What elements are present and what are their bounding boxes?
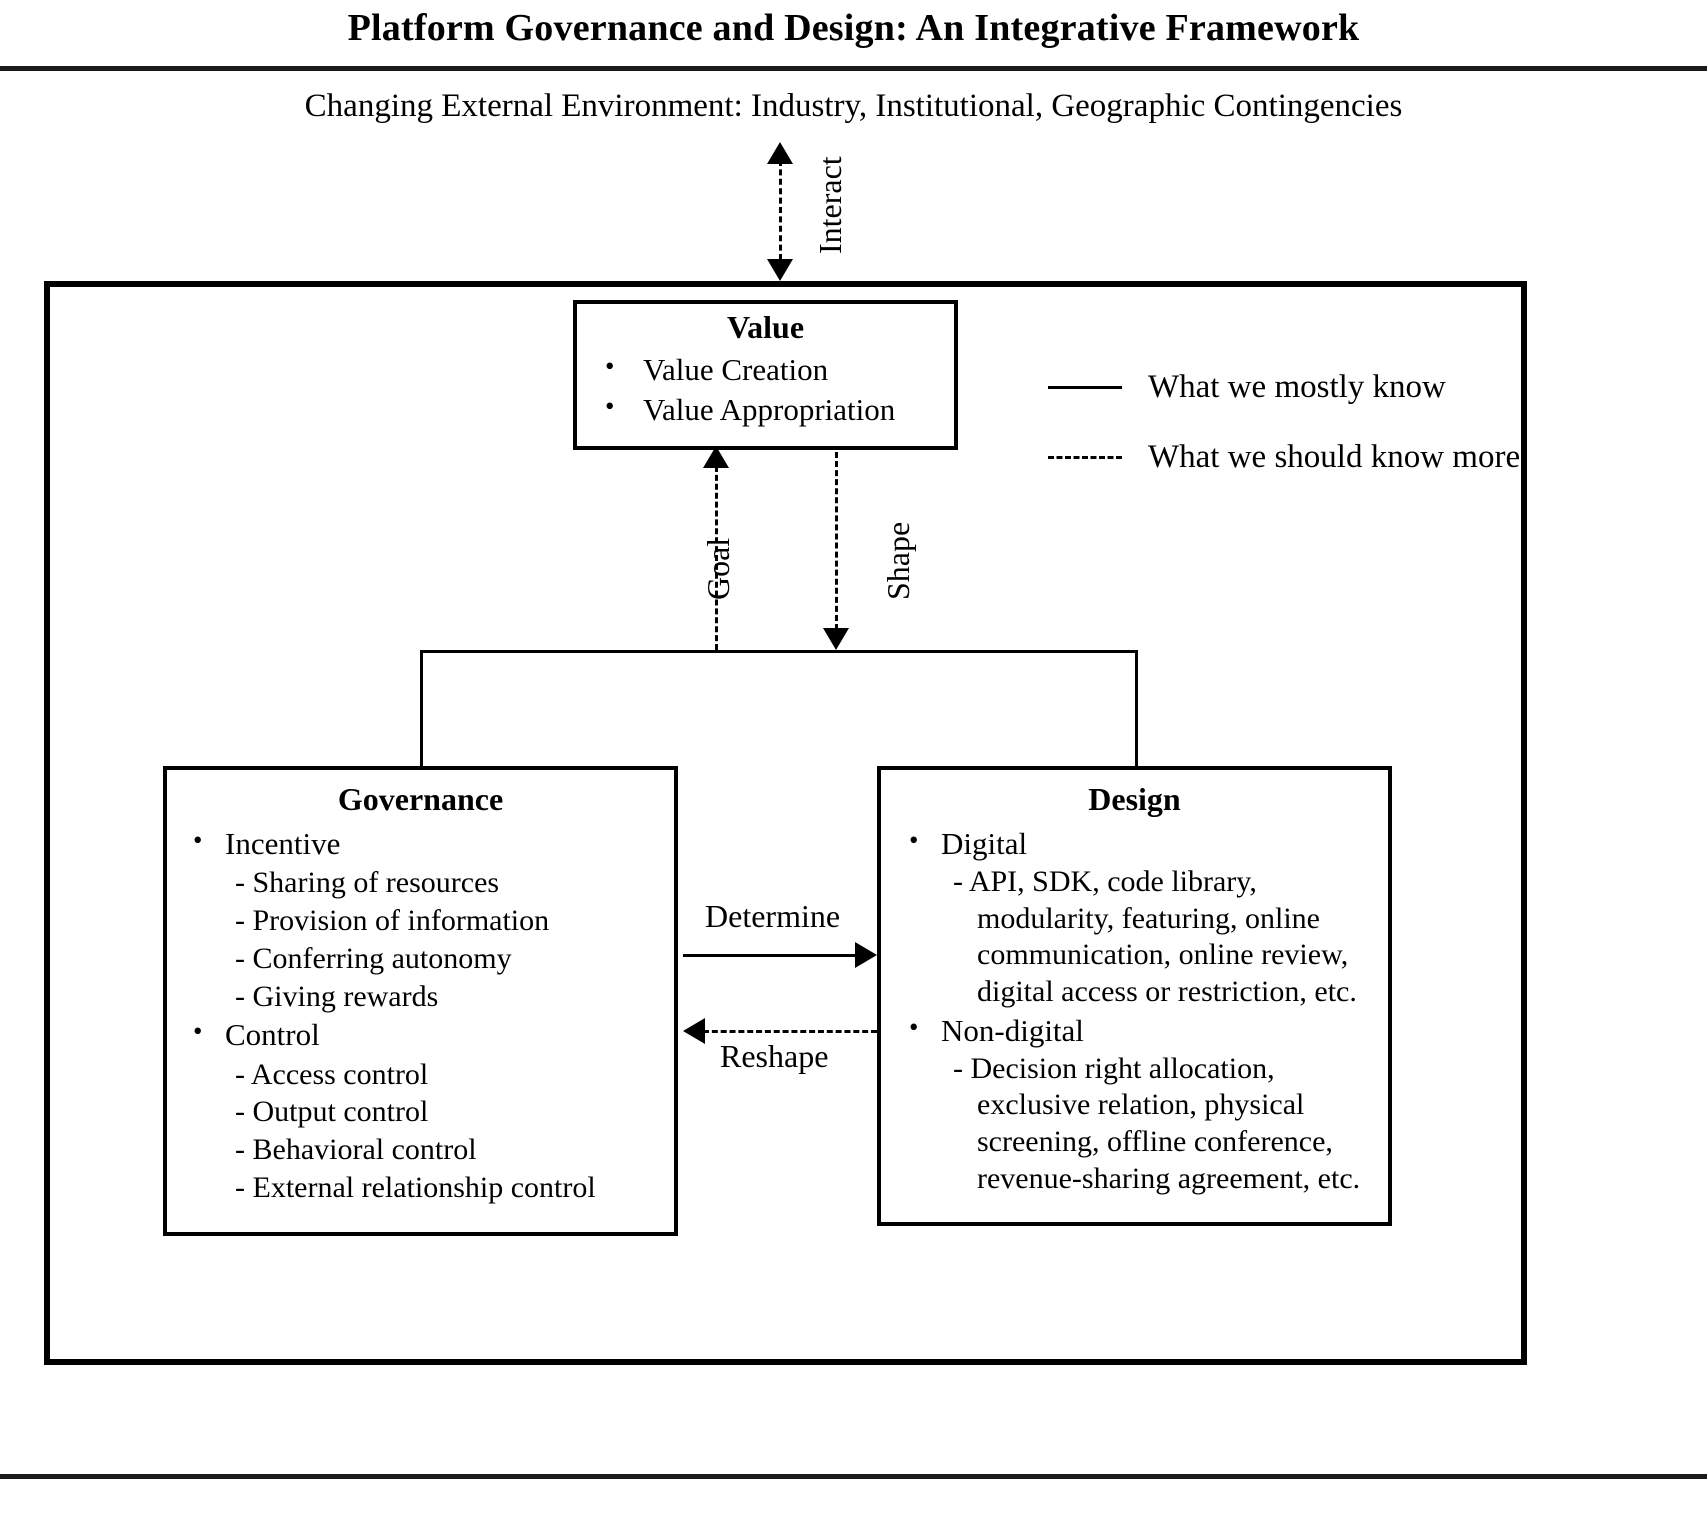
governance-group-control: Control xyxy=(179,1014,674,1055)
list-item: revenue-sharing agreement, etc. xyxy=(977,1161,1361,1195)
list-item: exclusive relation, physical xyxy=(977,1088,1305,1122)
list-item: Incentive xyxy=(179,823,674,864)
edge-label-goal: Goal xyxy=(700,537,736,600)
list-item: - Sharing of resources xyxy=(235,866,500,900)
bracket-left-drop xyxy=(420,650,423,768)
node-design: Design Digital - API, SDK, code library,… xyxy=(877,766,1392,1226)
list-item: Value Appropriation xyxy=(577,389,954,430)
legend-item-solid: What we mostly know xyxy=(1048,352,1518,422)
design-group-nondigital: Non-digital xyxy=(895,1009,1388,1051)
list-item: - Behavioral control xyxy=(235,1133,477,1167)
list-item: Non-digital xyxy=(895,1009,1388,1051)
list-item: screening, offline conference, xyxy=(977,1124,1333,1158)
node-design-title: Design xyxy=(1088,781,1181,817)
node-value: Value Value Creation Value Appropriation xyxy=(573,300,958,450)
governance-group-incentive: Incentive xyxy=(179,823,674,864)
interact-arrow-head-up xyxy=(767,142,793,164)
node-governance-title: Governance xyxy=(337,781,504,817)
design-nondigital-items: - Decision right allocation, exclusive r… xyxy=(895,1051,1388,1197)
list-item: digital access or restriction, etc. xyxy=(977,974,1357,1008)
determine-arrow-head xyxy=(855,942,877,968)
governance-control-items: - Access control - Output control - Beha… xyxy=(179,1056,674,1207)
legend-label: What we mostly know xyxy=(1148,368,1446,405)
edge-label-determine: Determine xyxy=(705,898,841,934)
edge-label-shape: Shape xyxy=(880,521,916,600)
reshape-arrow-head xyxy=(683,1018,705,1044)
list-item: - API, SDK, code library, xyxy=(953,865,1257,899)
node-design-content: Digital - API, SDK, code library, modula… xyxy=(881,823,1388,1197)
bracket-right-drop xyxy=(1135,650,1138,768)
list-item: Value Creation xyxy=(577,349,954,390)
interact-connector xyxy=(779,160,782,260)
interact-arrow-head-down xyxy=(767,259,793,281)
bracket-horizontal xyxy=(420,650,1138,653)
shape-connector xyxy=(835,452,838,630)
design-digital-items: - API, SDK, code library, modularity, fe… xyxy=(895,864,1388,1010)
shape-arrow-head xyxy=(823,628,849,650)
node-value-title: Value xyxy=(726,309,805,345)
list-item: - Decision right allocation, xyxy=(953,1051,1275,1085)
list-item: modularity, featuring, online xyxy=(977,901,1320,935)
legend: What we mostly know What we should know … xyxy=(1048,352,1521,492)
goal-arrow-head xyxy=(703,446,729,468)
list-item: - Conferring autonomy xyxy=(235,941,512,975)
legend-label: What we should know more xyxy=(1148,438,1521,475)
goal-connector xyxy=(715,466,718,650)
solid-line-icon xyxy=(1048,385,1122,389)
figure-rule-bottom xyxy=(0,1474,1707,1479)
governance-incentive-items: - Sharing of resources - Provision of in… xyxy=(179,864,674,1015)
list-item: - Giving rewards xyxy=(235,979,439,1013)
page-title: Platform Governance and Design: An Integ… xyxy=(347,7,1360,49)
node-value-bullets: Value Creation Value Appropriation xyxy=(577,349,954,431)
legend-item-dashed: What we should know more xyxy=(1048,422,1521,492)
reshape-connector xyxy=(703,1030,877,1033)
list-item: - External relationship control xyxy=(235,1171,596,1204)
list-item: - Provision of information xyxy=(235,903,550,937)
list-item: Digital xyxy=(895,823,1388,864)
edge-label-interact: Interact xyxy=(812,156,848,254)
list-item: - Access control xyxy=(235,1057,429,1091)
title-rule-top xyxy=(0,66,1707,71)
list-item: Control xyxy=(179,1014,674,1055)
list-item: - Output control xyxy=(235,1095,429,1129)
edge-label-reshape: Reshape xyxy=(720,1038,829,1074)
dashed-line-icon xyxy=(1048,455,1122,459)
determine-connector xyxy=(683,954,857,957)
design-group-digital: Digital xyxy=(895,823,1388,864)
node-governance-content: Incentive - Sharing of resources - Provi… xyxy=(167,823,674,1207)
list-item: communication, online review, xyxy=(977,938,1349,972)
node-governance: Governance Incentive - Sharing of resour… xyxy=(163,766,678,1236)
external-environment-label: Changing External Environment: Industry,… xyxy=(304,88,1403,124)
